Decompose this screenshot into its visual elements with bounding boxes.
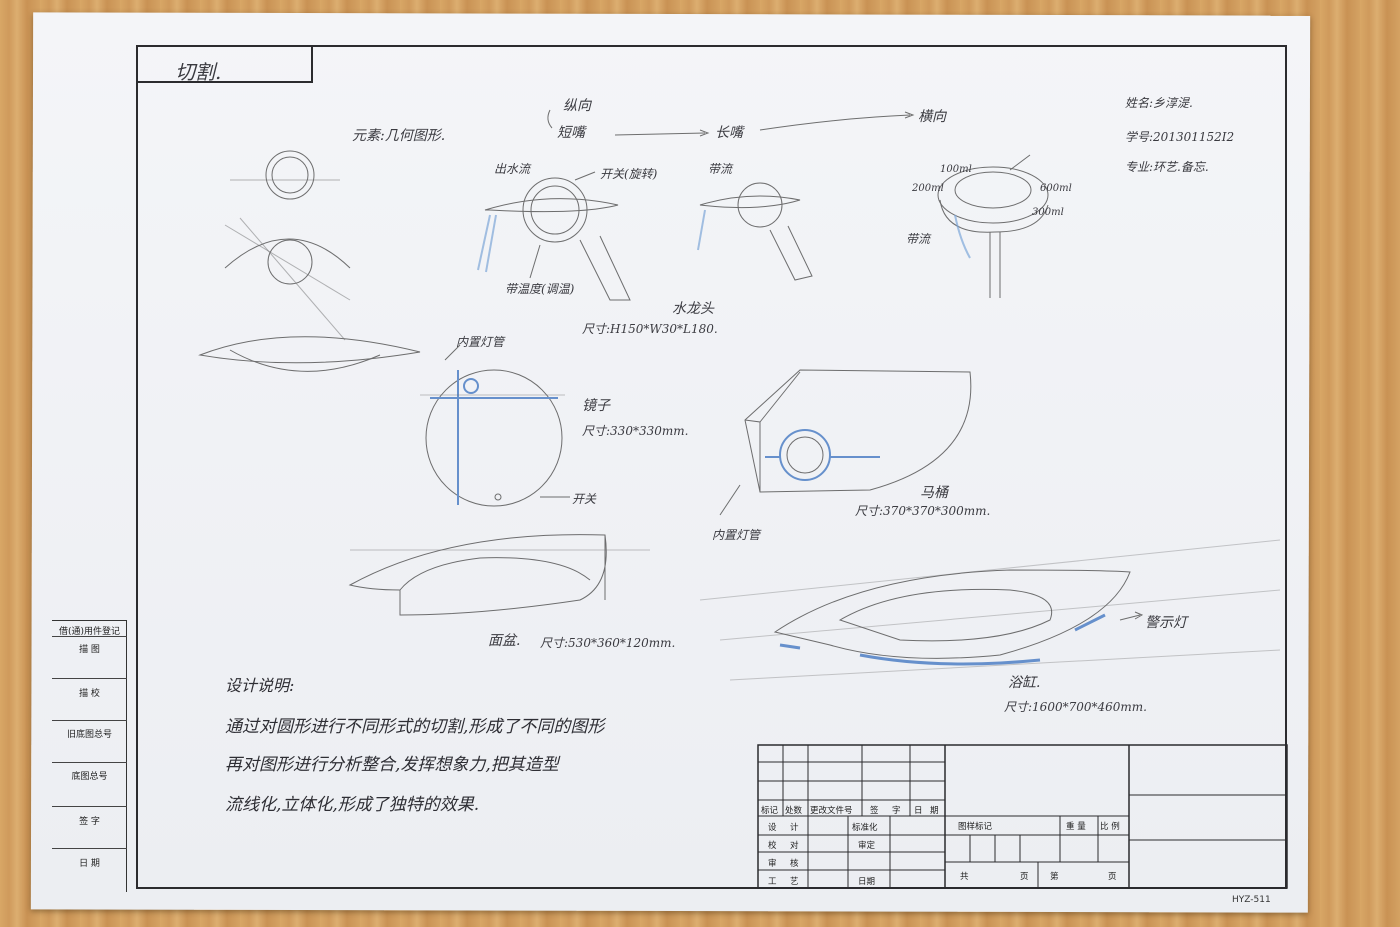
cabinet-label: 马桶 — [920, 485, 948, 501]
tb-change-doc: 更改文件号 — [810, 806, 853, 816]
mirror-size: 尺寸:330*330mm. — [582, 424, 689, 438]
sidebar-check: 描 校 — [79, 689, 100, 699]
faucet-temp2-label: 带流 — [708, 162, 733, 176]
tb-craft-b: 艺 — [790, 877, 799, 887]
bathtub-shape — [773, 569, 1131, 659]
warning-lamp-label: 警示灯 — [1145, 615, 1187, 631]
tb-proof-b: 对 — [790, 841, 799, 851]
geo-circle-top — [265, 150, 315, 200]
tb-count: 处数 — [785, 806, 803, 816]
author-id: 学号:201301152I2 — [1125, 130, 1235, 144]
tb-date: 日期 — [858, 877, 876, 887]
description-line-2: 再对图形进行分析整合,发挥想象力,把其造型 — [225, 755, 559, 775]
evo-short: 短嘴 — [557, 125, 585, 141]
drawing-title: 切割. — [175, 60, 222, 84]
tb-date-b: 期 — [930, 806, 939, 816]
element-note: 元素:几何图形. — [352, 128, 446, 144]
mirror-light-label: 内置灯管 — [456, 335, 505, 349]
tb-craft-a: 工 — [768, 877, 777, 887]
evo-long: 长嘴 — [715, 125, 743, 141]
evo-horizontal: 横向 — [918, 109, 946, 125]
faucet-label: 水龙头 — [672, 301, 714, 317]
faucet-1 — [484, 198, 619, 213]
cabinet-shape — [744, 369, 972, 493]
sidebar-old-no: 旧底图总号 — [66, 730, 112, 740]
tb-mark: 标记 — [761, 806, 779, 816]
tb-date-a: 日 — [914, 806, 923, 816]
title-box — [136, 45, 313, 83]
tb-sign-a: 签 — [870, 806, 879, 816]
tb-page: 页 — [1020, 872, 1029, 882]
author-name: 姓名:乡淳湜. — [1125, 96, 1193, 110]
cabinet-light-label: 内置灯管 — [712, 528, 761, 542]
tb-review-b: 核 — [790, 859, 799, 869]
sidebar-register: 借(通)用件登记 — [58, 627, 121, 637]
mirror-switch-label: 开关 — [572, 492, 597, 506]
sidebar-sign: 签 字 — [79, 817, 100, 827]
registration-sidebar — [52, 620, 127, 892]
tb-weight: 重 量 — [1066, 822, 1086, 832]
tb-num: 第 — [1050, 872, 1059, 882]
sidebar-base-no: 底图总号 — [71, 772, 108, 782]
basin-shape — [348, 534, 607, 616]
mirror-circle — [425, 369, 563, 507]
tb-sign-b: 字 — [892, 806, 901, 816]
faucet-temp-label: 带温度(调温) — [505, 282, 575, 296]
evo-vertical: 纵向 — [563, 98, 591, 114]
vol-200: 200ml — [912, 183, 944, 194]
tb-drawing-mark: 图样标记 — [958, 822, 993, 832]
vol-300: 300ml — [1032, 207, 1064, 218]
drawing-frame — [136, 45, 1287, 889]
description-line-1: 通过对圆形进行不同形式的切割,形成了不同的图形 — [225, 717, 605, 737]
vol-100: 100ml — [940, 164, 972, 175]
faucet-size: 尺寸:H150*W30*L180. — [582, 322, 718, 336]
tb-standard: 标准化 — [852, 823, 878, 833]
bathtub-size: 尺寸:1600*700*460mm. — [1004, 700, 1147, 714]
tb-design-b: 计 — [790, 823, 799, 833]
basin-size: 尺寸:530*360*120mm. — [540, 636, 676, 650]
tb-scale: 比 例 — [1100, 822, 1120, 832]
vol-600: 600ml — [1040, 183, 1072, 194]
author-major: 专业:环艺.备忘. — [1125, 160, 1209, 174]
tb-review-a: 审 — [768, 859, 777, 869]
tb-page-2: 页 — [1108, 872, 1117, 882]
faucet-outflow-label: 出水流 — [494, 162, 531, 176]
paper-code: HYZ-511 — [1232, 895, 1271, 905]
cabinet-size: 尺寸:370*370*300mm. — [855, 504, 991, 518]
geo-blade — [198, 336, 421, 364]
basin-label: 面盆. — [488, 633, 521, 649]
geo-crescent — [224, 238, 351, 269]
tb-approve: 审定 — [858, 841, 876, 851]
tb-proof-a: 校 — [768, 841, 777, 851]
tb-total: 共 — [960, 872, 969, 882]
description-line-3: 流线化,立体化,形成了独特的效果. — [225, 795, 480, 815]
sidebar-trace: 描 图 — [79, 645, 100, 655]
spray-label: 带流 — [906, 232, 931, 246]
tb-design-a: 设 — [768, 823, 777, 833]
faucet-switch-label: 开关(旋转) — [600, 167, 658, 181]
bathtub-label: 浴缸. — [1008, 675, 1041, 691]
faucet-3-disc — [937, 166, 1049, 224]
mirror-label: 镜子 — [582, 398, 610, 414]
sidebar-date: 日 期 — [79, 859, 100, 869]
description-heading: 设计说明: — [225, 676, 295, 695]
